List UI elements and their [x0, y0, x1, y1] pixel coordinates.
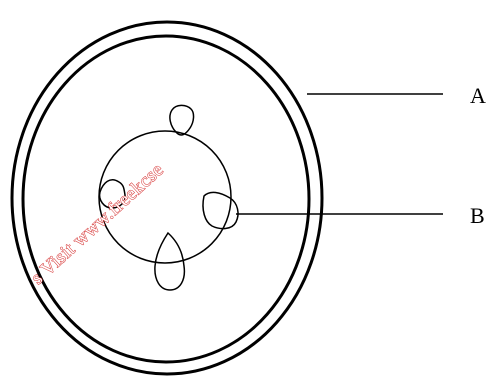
label-a: A: [470, 83, 486, 108]
label-b: B: [470, 203, 485, 228]
outer-ring: [12, 22, 322, 374]
watermark-text: s Visit www.freekcse: [27, 159, 168, 289]
lobe-top: [170, 105, 194, 135]
inner-ring: [23, 36, 309, 362]
lobe-right: [203, 192, 238, 228]
